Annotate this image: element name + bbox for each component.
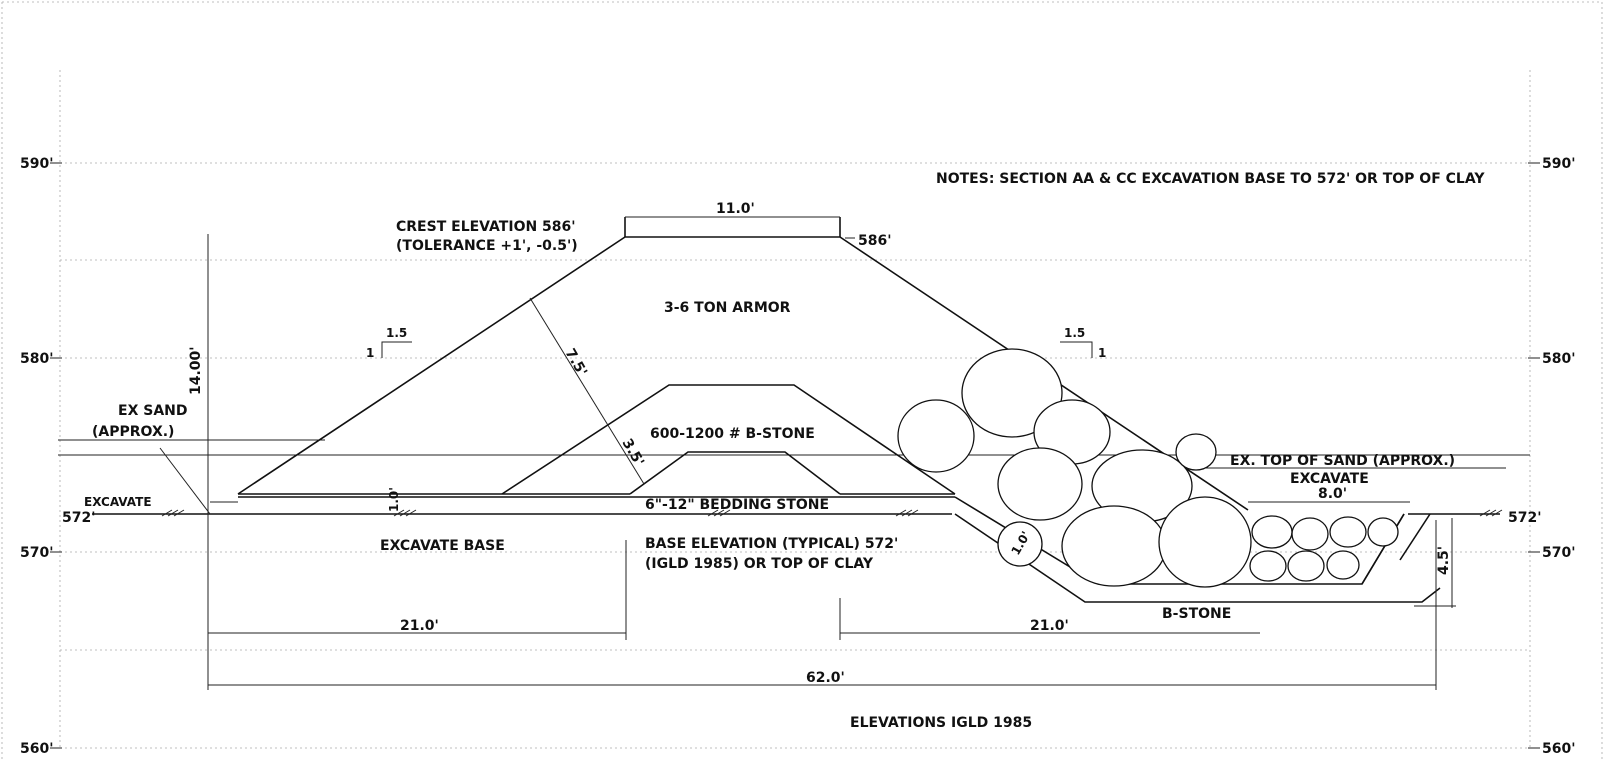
- slope-indicators: [381, 341, 1093, 358]
- el-572-right: 572': [1508, 510, 1542, 526]
- left-excavation: [159, 447, 238, 515]
- dim-62: 62.0': [806, 670, 845, 686]
- crest-elevation-label: CREST ELEVATION 586': [396, 219, 576, 235]
- dim-3-5: 3.5': [619, 436, 647, 469]
- toe-width-label: 8.0': [1318, 486, 1347, 502]
- elev-left-570: 570': [20, 545, 54, 561]
- bedding-layer: [238, 451, 955, 498]
- slope-right-run: 1.5: [1064, 326, 1085, 340]
- excavate-right-label: EXCAVATE: [1290, 471, 1369, 487]
- elev-left-560: 560': [20, 741, 54, 757]
- crest-elev-label: 586': [858, 233, 892, 249]
- armor-rocks: [897, 348, 1399, 588]
- b-stone-toe-label: B-STONE: [1162, 606, 1231, 622]
- elev-right-590: 590': [1542, 156, 1576, 172]
- ex-sand-label: EX SAND: [118, 403, 188, 419]
- crest-tolerance-label: (TOLERANCE +1', -0.5'): [396, 238, 578, 254]
- toe-depth-label: 4.5': [1436, 546, 1452, 575]
- dim-14: 14.00': [188, 346, 204, 395]
- slope-right-rise: 1: [1098, 346, 1106, 360]
- dim-21-left: 21.0': [400, 618, 439, 634]
- dim-1-0-bedding: 1.0': [387, 487, 401, 512]
- elev-right-570: 570': [1542, 545, 1576, 561]
- excavate-base-label: EXCAVATE BASE: [380, 538, 505, 554]
- el-572-left: 572': [62, 510, 96, 526]
- armor-label: 3-6 TON ARMOR: [664, 300, 791, 316]
- crest-width-label: 11.0': [716, 201, 755, 217]
- ex-sand-approx-label: (APPROX.): [92, 424, 174, 440]
- ex-top-sand-label: EX. TOP OF SAND (APPROX.): [1230, 453, 1455, 469]
- elevations-datum-label: ELEVATIONS IGLD 1985: [850, 715, 1032, 731]
- slope-left-rise: 1: [366, 346, 374, 360]
- elev-right-560: 560': [1542, 741, 1576, 757]
- dim-21-right: 21.0': [1030, 618, 1069, 634]
- b-stone-label: 600-1200 # B-STONE: [650, 426, 815, 442]
- elev-left-580: 580': [20, 351, 54, 367]
- base-elevation-label: BASE ELEVATION (TYPICAL) 572': [645, 536, 898, 552]
- elevation-ticks: [50, 162, 1540, 749]
- ground-hatch: [161, 509, 1503, 517]
- base-elevation-datum-label: (IGLD 1985) OR TOP OF CLAY: [645, 556, 874, 572]
- slope-left-run: 1.5: [386, 326, 407, 340]
- dim-7-5: 7.5': [562, 346, 590, 379]
- elev-left-590: 590': [20, 156, 54, 172]
- existing-sand-line: [58, 439, 1530, 469]
- b-stone-layer: [501, 384, 956, 495]
- notes-text: NOTES: SECTION AA & CC EXCAVATION BASE T…: [936, 171, 1485, 187]
- dimension-lines: [207, 216, 1456, 690]
- excavate-left-label: EXCAVATE: [84, 495, 152, 509]
- elev-right-580: 580': [1542, 351, 1576, 367]
- armor-layer-outline: [237, 217, 1249, 511]
- bedding-stone-label: 6"-12" BEDDING STONE: [645, 497, 829, 513]
